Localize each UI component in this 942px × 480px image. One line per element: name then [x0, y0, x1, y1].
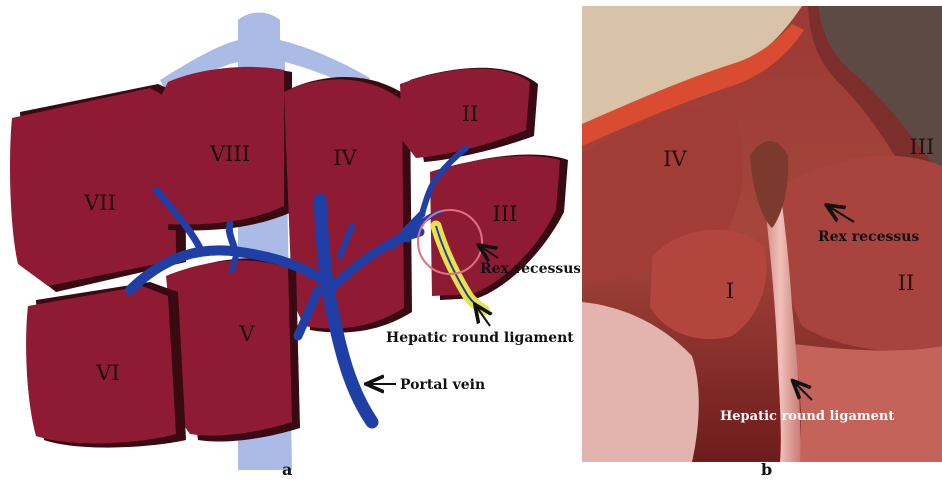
photo-rex-label: Rex recessus	[818, 229, 919, 245]
segment-viii-label: VIII	[209, 142, 250, 166]
photo-segment-iv-label: IV	[663, 147, 687, 171]
segment-iv-shape	[284, 77, 412, 333]
segment-iv-label: IV	[333, 146, 357, 170]
photo-ligament-label: Hepatic round ligament	[720, 409, 894, 424]
photo-segment-i-label: I	[726, 279, 734, 303]
segment-vii-shape	[10, 84, 186, 292]
portal-vein-label: Portal vein	[400, 377, 485, 393]
lobe-ii-iii-shape	[781, 156, 942, 351]
surgical-photo: IV III I II Rex recessus Hepatic round l…	[582, 6, 942, 462]
segment-vii-label: VII	[83, 191, 116, 215]
segment-iii-label: III	[493, 202, 518, 226]
segment-v-shape	[166, 258, 300, 441]
segment-vi-label: VI	[95, 361, 119, 385]
photo-segment-ii-label: II	[898, 271, 915, 295]
ligament-label: Hepatic round ligament	[386, 330, 574, 346]
bowel-shape	[794, 344, 942, 462]
rex-recessus-label: Rex recessus	[480, 261, 580, 277]
diagram-schematic: II III IV V VI VII VIII Rex recessus Hep…	[0, 0, 580, 480]
segment-iii-shape	[430, 155, 568, 300]
segment-v-label: V	[238, 322, 255, 346]
photo-segment-iii-label: III	[910, 135, 935, 159]
panel-a-label: a	[282, 460, 292, 479]
panel-b-label: b	[761, 460, 772, 479]
segment-ii-label: II	[462, 102, 479, 126]
